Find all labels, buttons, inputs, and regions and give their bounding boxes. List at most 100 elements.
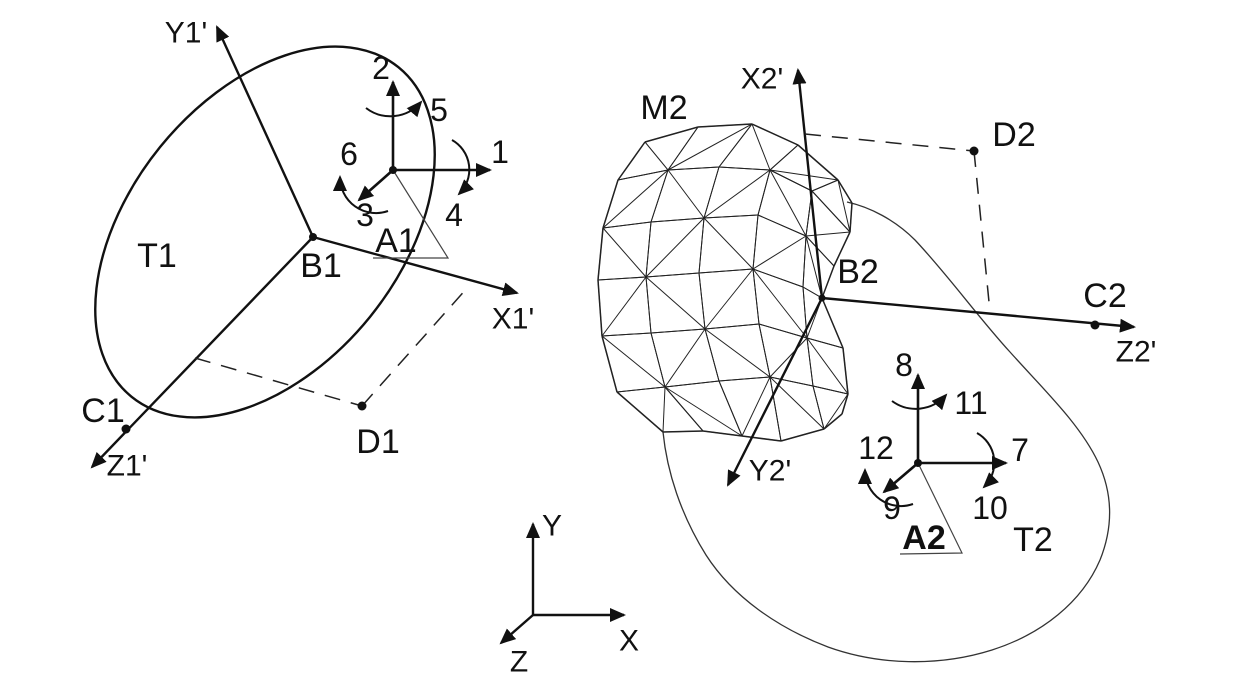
mesh-edge: [811, 190, 851, 233]
mesh-edge: [704, 323, 760, 330]
mesh-edge: [769, 376, 814, 387]
global-axis-z: [499, 614, 534, 645]
a1-rot-arc-4: [451, 139, 474, 196]
axis-z2: [821, 296, 1136, 333]
mesh-edge: [664, 386, 704, 432]
label-b1: B1: [300, 247, 342, 285]
a1-arrow-downleft: [357, 169, 394, 202]
mesh-edge: [812, 385, 825, 430]
label-a1: A1: [375, 222, 417, 260]
mesh-edge: [751, 123, 799, 146]
a2-origin-dot: [914, 459, 922, 467]
dashed-x2-to-d2: [804, 133, 975, 152]
mesh-edge: [823, 393, 849, 430]
mesh-edge: [769, 337, 808, 378]
mesh-edge: [837, 179, 851, 233]
mesh-edge: [718, 123, 753, 168]
mesh-edge: [780, 428, 825, 442]
a2-arrow-downleft: [882, 462, 919, 494]
dof-label-6: 6: [340, 136, 358, 172]
dof-label-9: 9: [883, 490, 901, 526]
left-target-group: T1 B1 C1 D1 A1 Y1' X1' Z1' 1 2 3 4 5 6: [81, 17, 534, 483]
actuator-triad-a1: [332, 80, 492, 259]
mesh-edge: [601, 276, 647, 337]
dof-label-7: 7: [1011, 432, 1029, 468]
mesh-edge: [797, 144, 839, 181]
mesh-edge: [645, 276, 706, 330]
label-b2: B2: [837, 253, 879, 291]
mesh-edge: [806, 337, 849, 395]
mesh-edge: [664, 386, 743, 437]
axis-x1: [312, 235, 519, 297]
mesh-edge: [662, 430, 704, 433]
mesh-edge: [702, 430, 743, 437]
mesh-edge: [757, 169, 771, 216]
mesh-edge: [664, 328, 706, 388]
mesh-edge: [644, 141, 669, 171]
mesh-edge: [698, 217, 705, 274]
label-d1: D1: [356, 423, 399, 461]
mesh-edge: [597, 276, 647, 281]
mesh-edge: [769, 144, 799, 171]
mesh-edge: [616, 391, 664, 433]
mesh-edge: [650, 217, 705, 223]
mesh-edge: [650, 332, 666, 388]
point-d2: [969, 146, 979, 156]
mesh-edge: [601, 335, 666, 388]
global-axis-label-z: Z: [510, 646, 528, 679]
mesh-edge: [703, 217, 754, 270]
mesh-edge: [741, 435, 782, 442]
point-c1: [121, 424, 131, 434]
dof-label-8: 8: [895, 347, 913, 383]
mesh-edge: [718, 376, 771, 382]
mesh-edge: [645, 221, 652, 278]
mesh-edge: [757, 214, 807, 237]
label-t2: T2: [1013, 521, 1053, 559]
mesh-edge: [837, 179, 853, 204]
mesh-edge: [821, 265, 835, 299]
mesh-edge: [769, 169, 807, 237]
mesh-edge: [823, 413, 843, 430]
dof-label-1: 1: [491, 134, 509, 170]
mesh-edge: [703, 214, 759, 219]
a1-rot-arc-5: [365, 100, 423, 118]
mesh-edge: [698, 268, 754, 274]
dof-label-5: 5: [430, 92, 448, 128]
mesh-edge: [806, 337, 814, 387]
mesh-edge: [644, 126, 699, 143]
mesh-edge: [597, 279, 603, 337]
mesh-edge: [752, 268, 808, 339]
mesh-edge: [650, 169, 669, 223]
mesh-edge: [650, 328, 706, 334]
a2-rot-arc-12: [857, 468, 914, 507]
mesh-edge: [841, 393, 849, 415]
dof-label-3: 3: [356, 197, 374, 233]
axis-label-y1: Y1': [165, 17, 207, 50]
mesh-edge: [602, 221, 652, 229]
mesh-edge: [617, 169, 669, 181]
target-surface-t1: [94, 45, 436, 419]
mesh-edge: [741, 376, 771, 437]
mesh-edge: [821, 297, 844, 349]
mesh-edge: [718, 380, 743, 437]
mesh-edge: [698, 272, 706, 330]
mesh-edge: [602, 169, 669, 229]
a2-rot-arc-10: [976, 432, 999, 489]
mesh-edge: [802, 286, 823, 299]
axis-label-x2: X2': [741, 63, 783, 96]
label-c2: C2: [1083, 277, 1126, 315]
mesh-edge: [645, 272, 700, 278]
mesh-edge: [805, 231, 851, 237]
label-a2: A2: [902, 519, 945, 557]
mesh-edge: [849, 202, 853, 233]
point-c2: [1090, 320, 1100, 330]
mesh-edge: [616, 386, 666, 393]
mesh-edge: [704, 328, 720, 382]
mesh-edge: [703, 166, 720, 219]
mesh-edge: [769, 169, 839, 181]
mesh-edge: [802, 235, 807, 288]
mesh-edge: [697, 123, 753, 128]
mesh-edge: [645, 217, 705, 278]
mesh-edge: [833, 231, 851, 267]
